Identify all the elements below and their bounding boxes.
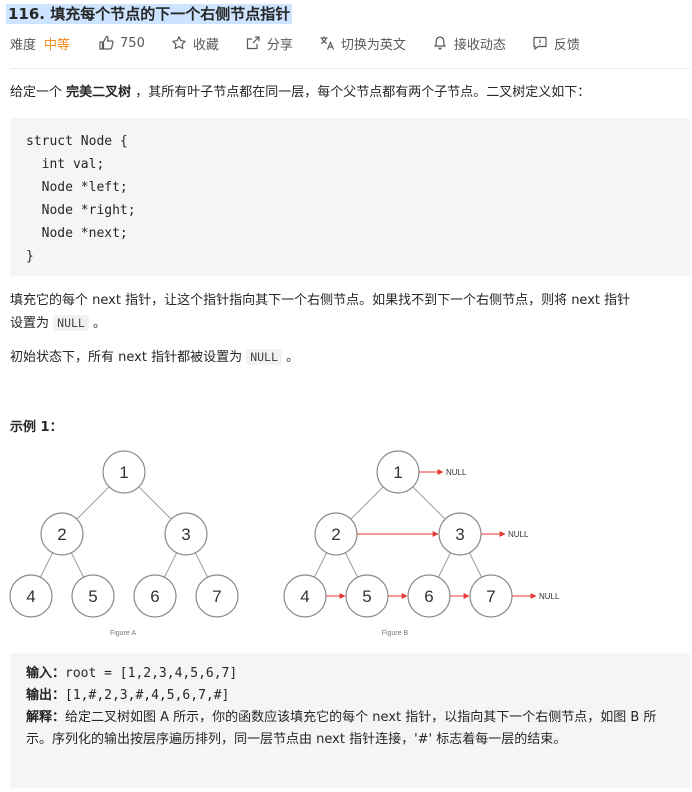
switch-language-label: 切换为英文 <box>340 37 406 53</box>
example-figure: 1 2 3 4 5 6 7 1 2 3 4 5 6 7 NULL NULL NULL Figure A Fig… <box>9 450 560 637</box>
figure-a-tree-node <box>195 574 239 618</box>
figure-b-tree-node-label: 5 <box>362 587 371 606</box>
code-block-content: struct Node { int val; Node *left; Node … <box>26 134 136 264</box>
meta-bar: 难度 中等 750 收藏 分享 切换为英文 接收动态 反馈 <box>10 32 606 54</box>
null-label: NULL <box>508 530 529 539</box>
figure-a-tree-node-label: 1 <box>119 463 128 482</box>
like-count: 750 <box>120 35 145 51</box>
figure-a-tree-node-label: 2 <box>57 525 66 544</box>
share-button[interactable]: 分享 <box>245 34 293 53</box>
figure-a-caption: Figure A <box>110 630 136 637</box>
figure-b-caption: Figure B <box>382 630 409 637</box>
explanation-label: 解释： <box>26 710 66 725</box>
figure-a-tree-edge <box>138 486 172 520</box>
subscribe-label: 接收动态 <box>453 37 506 53</box>
input-value: root = [1,2,3,4,5,6,7] <box>65 666 238 681</box>
figure-a-tree-node <box>133 574 177 618</box>
figure-b-tree-edge <box>412 486 446 520</box>
desc-text: 填充它的每个 next 指针，让这个指针指向其下一个右侧节点。如果找不到下一个右… <box>10 293 631 308</box>
inline-code: NULL <box>53 315 89 331</box>
desc-text: 初始状态下，所有 next 指针都被设置为 <box>10 350 247 365</box>
figure-a-tree-node-label: 7 <box>212 587 221 606</box>
bell-icon <box>433 36 447 50</box>
figure-b-tree-edge <box>313 552 328 578</box>
share-label: 分享 <box>266 37 293 53</box>
thumbs-up-icon <box>99 35 114 50</box>
description-paragraph-2: 填充它的每个 next 指针，让这个指针指向其下一个右侧节点。如果找不到下一个右… <box>10 290 690 335</box>
desc-text: 给定一个 <box>10 85 67 100</box>
desc-text: 设置为 <box>10 316 54 331</box>
figure-b-tree-edge <box>350 486 384 520</box>
difficulty-value: 中等 <box>44 37 71 53</box>
figure-a-tree-node <box>9 574 53 618</box>
figure-a: 1 2 3 4 5 6 7 <box>9 450 239 618</box>
feedback-label: 反馈 <box>553 37 580 53</box>
example-title: 示例 1： <box>10 420 63 435</box>
example-io-block: 输入：root = [1,2,3,4,5,6,7] 输出：[1,#,2,3,#,… <box>10 653 690 788</box>
figure-a-tree-node <box>71 574 115 618</box>
figure-a-tree-node-label: 6 <box>150 587 159 606</box>
star-icon <box>172 36 186 50</box>
explanation-text: 给定二叉树如图 A 所示，你的函数应该填充它的每个 next 指针，以指向其下一… <box>26 710 657 747</box>
translate-icon <box>320 36 334 50</box>
output-value: [1,#,2,3,#,4,5,6,7,#] <box>65 688 230 703</box>
desc-line: 设置为 NULL 。 <box>10 312 690 335</box>
favorite-button[interactable]: 收藏 <box>171 34 219 53</box>
figure-b: 1 2 3 4 5 6 7 NULL NULL NULL <box>283 450 560 618</box>
description-paragraph-3: 初始状态下，所有 next 指针都被设置为 NULL 。 <box>10 346 299 369</box>
figure-b-tree-node-label: 2 <box>331 525 340 544</box>
desc-text: 。 <box>281 350 300 365</box>
input-line: 输入：root = [1,2,3,4,5,6,7] <box>26 663 237 685</box>
problem-title: 116. 填充每个节点的下一个右侧节点指针 <box>6 4 293 24</box>
output-line: 输出：[1,#,2,3,#,4,5,6,7,#] <box>26 685 229 707</box>
favorite-label: 收藏 <box>192 37 219 53</box>
figure-b-tree-node-label: 4 <box>300 587 309 606</box>
figure-b-tree-edge <box>468 552 483 578</box>
desc-text: ，其所有叶子节点都在同一层，每个父节点都有两个子节点。二叉树定义如下： <box>131 85 591 100</box>
figure-a-tree-node <box>164 512 208 556</box>
share-icon <box>246 36 260 50</box>
figure-a-tree-node-label: 4 <box>26 587 35 606</box>
figure-a-tree-node <box>102 450 146 494</box>
figure-a-tree-node-label: 5 <box>88 587 97 606</box>
description-paragraph-1: 给定一个 完美二叉树 ，其所有叶子节点都在同一层，每个父节点都有两个子节点。二叉… <box>10 82 590 104</box>
explanation-line: 解释：给定二叉树如图 A 所示，你的函数应该填充它的每个 next 指针，以指向… <box>26 707 678 751</box>
figure-a-tree-edge <box>163 552 178 578</box>
figure-a-tree-edge <box>70 552 85 578</box>
null-label: NULL <box>539 592 560 601</box>
figure-b-tree-edge <box>437 552 452 578</box>
figure-a-tree-edge <box>194 552 209 578</box>
like-button[interactable]: 750 <box>98 35 145 51</box>
inline-code: NULL <box>246 349 282 365</box>
feedback-button[interactable]: 反馈 <box>532 34 580 53</box>
subscribe-button[interactable]: 接收动态 <box>432 34 506 53</box>
desc-bold: 完美二叉树 <box>66 85 132 100</box>
code-block: struct Node { int val; Node *left; Node … <box>10 118 690 276</box>
output-label: 输出： <box>26 688 66 703</box>
figure-b-tree-node-label: 6 <box>424 587 433 606</box>
switch-language-button[interactable]: 切换为英文 <box>319 34 406 53</box>
figure-a-tree-edge <box>76 486 110 520</box>
figure-b-tree-edge <box>344 552 359 578</box>
figure-b-tree-node-label: 1 <box>393 463 402 482</box>
input-label: 输入： <box>26 666 66 681</box>
feedback-icon <box>533 36 547 51</box>
desc-text: 。 <box>88 316 106 331</box>
difficulty-label: 难度 <box>10 37 37 53</box>
figure-a-tree-edge <box>39 552 54 578</box>
figure-b-tree-node-label: 7 <box>486 587 495 606</box>
figure-a-tree-node-label: 3 <box>181 525 190 544</box>
figure-b-tree-node-label: 3 <box>455 525 464 544</box>
figure-a-tree-node <box>40 512 84 556</box>
null-label: NULL <box>446 468 467 477</box>
divider <box>10 68 690 69</box>
